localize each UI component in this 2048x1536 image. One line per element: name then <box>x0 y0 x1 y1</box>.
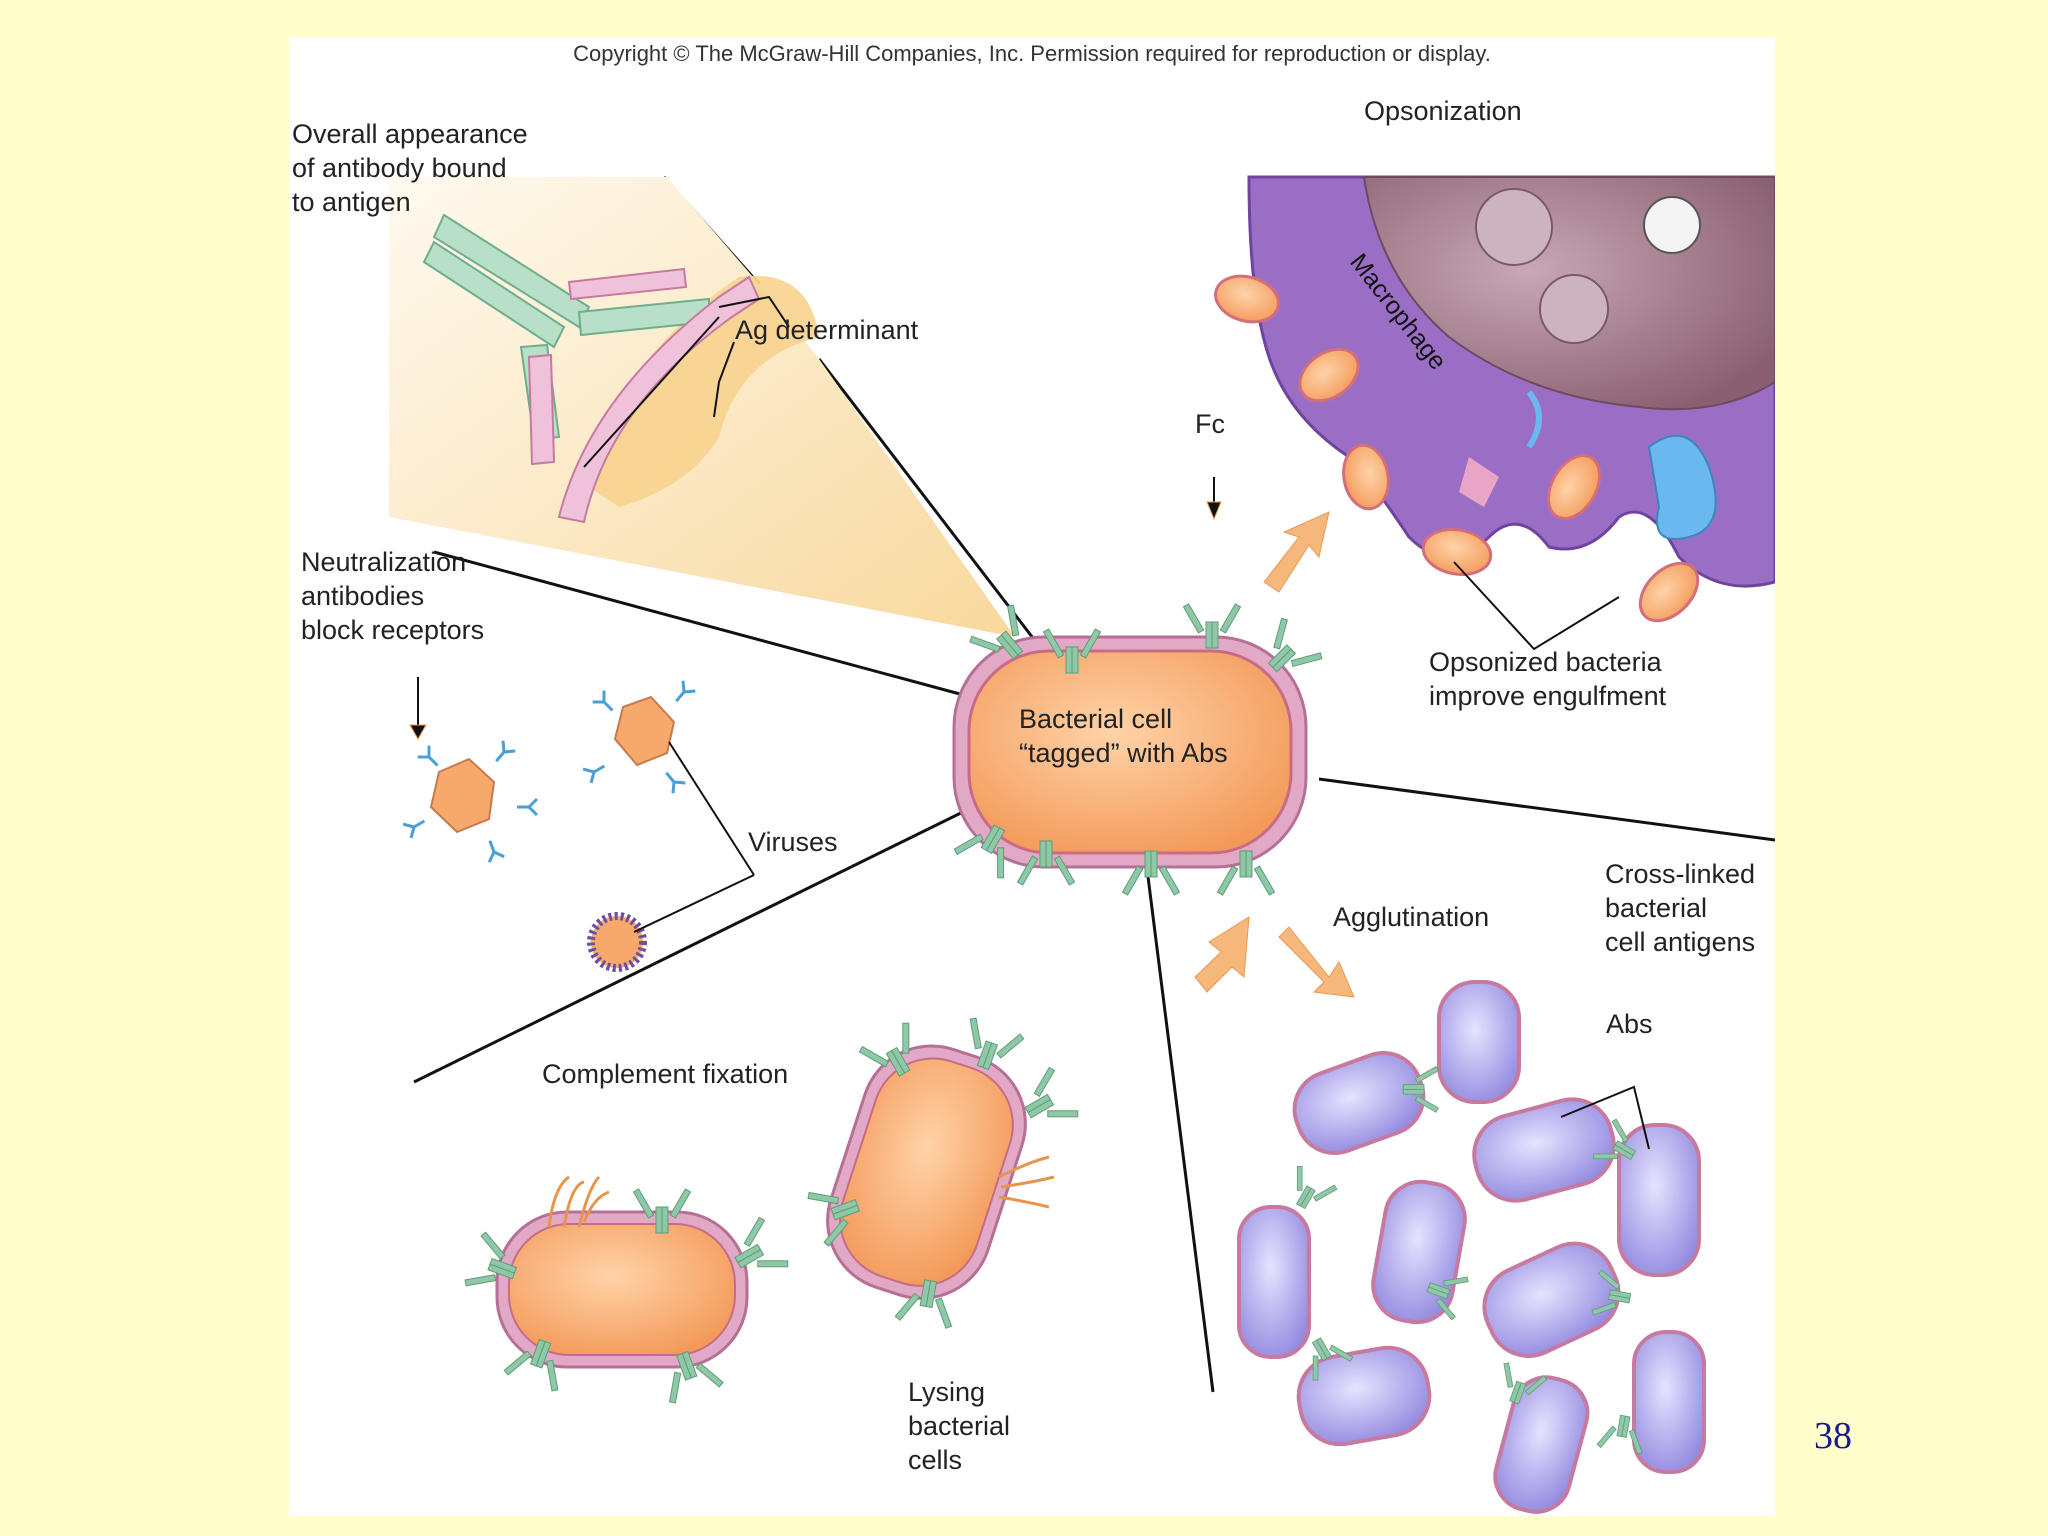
lysing-bacterial-cells-label: Lysing bacterial cells <box>908 1377 1011 1475</box>
abs-label: Abs <box>1606 1009 1653 1039</box>
ag-determinant-label: Ag determinant <box>735 315 919 345</box>
agglutination-label: Agglutination <box>1333 902 1490 932</box>
abs-pointer <box>1560 1085 1650 1150</box>
overall-appearance-label: Overall appearance of antibody bound to … <box>292 119 528 217</box>
opsonized-bacteria <box>1214 274 1700 623</box>
cross-linked-label: Cross-linked bacterial cell antigens <box>1605 859 1756 957</box>
diagram-panel: Macrophage <box>289 37 1775 1516</box>
fc-label: Fc <box>1195 409 1225 439</box>
copyright-notice: Copyright © The McGraw-Hill Companies, I… <box>573 41 1491 66</box>
antigen-detail-icon <box>527 267 761 524</box>
antigen-binding-detail <box>389 177 1015 637</box>
central-bacterial-cell <box>952 635 1308 869</box>
antibody-functions-diagram: Macrophage <box>389 175 1775 1514</box>
opsonization-label: Opsonization <box>1364 96 1522 126</box>
complement-fixation-label: Complement fixation <box>542 1059 789 1089</box>
lysing-bacteria <box>495 1044 1055 1369</box>
viruses-label: Viruses <box>748 827 838 857</box>
neutralization-label: Neutralization antibodies block receptor… <box>301 547 485 645</box>
divider-lines <box>413 176 1775 1393</box>
opsonized-pointer <box>1453 561 1620 651</box>
direction-arrows <box>409 477 1355 998</box>
slide-number: 38 <box>1814 1415 1852 1457</box>
opsonized-bacteria-label: Opsonized bacteria improve engulfment <box>1429 647 1667 711</box>
bacterial-cell-label: Bacterial cell “tagged” with Abs <box>1019 704 1228 768</box>
neutralized-viruses <box>401 679 755 972</box>
